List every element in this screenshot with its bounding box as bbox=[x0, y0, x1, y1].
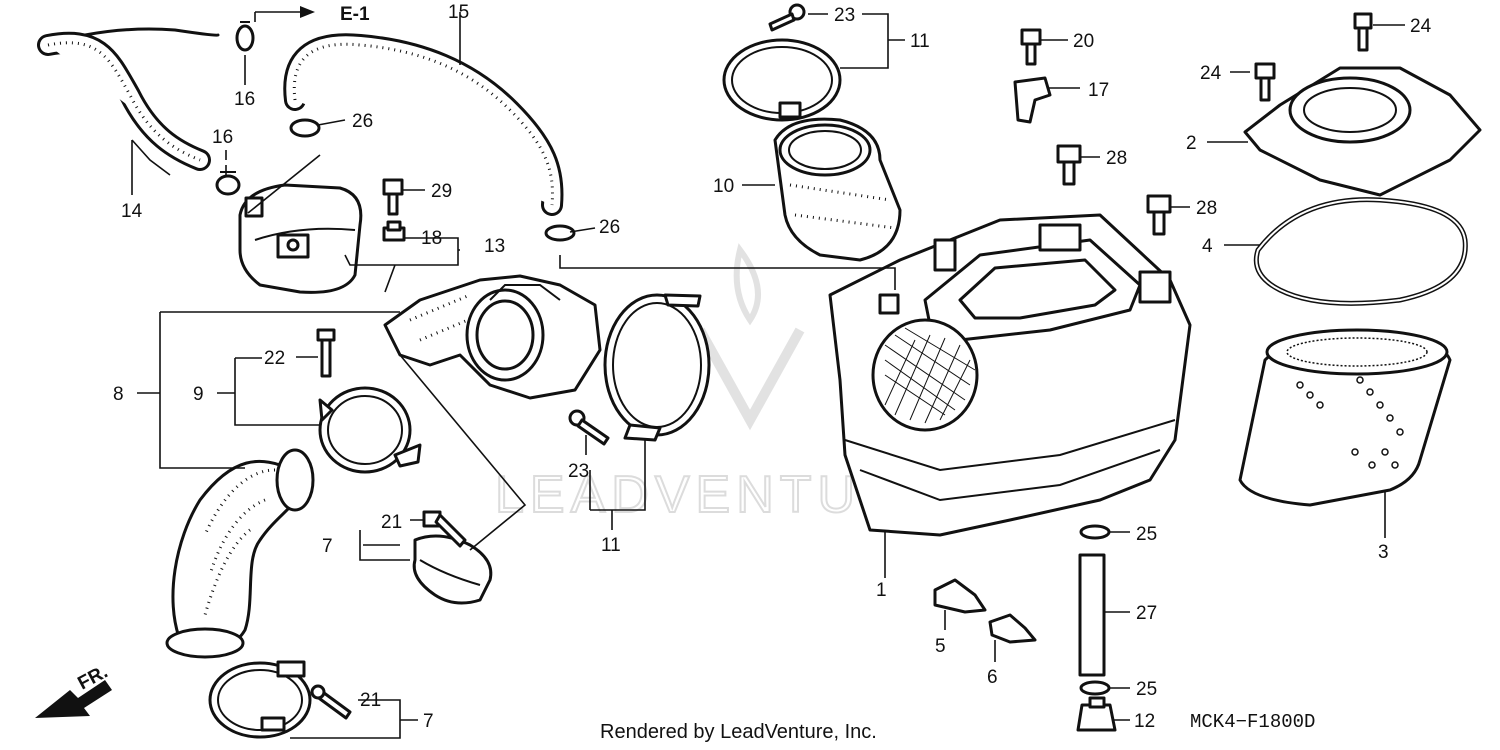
leader-lines bbox=[131, 12, 1405, 739]
stopper-5[interactable] bbox=[933, 578, 987, 614]
lower-air-tube[interactable] bbox=[165, 448, 315, 659]
callout-22: 22 bbox=[264, 348, 285, 369]
collar-18[interactable] bbox=[382, 220, 406, 242]
reference-label: E-1 bbox=[340, 4, 370, 25]
callout-5: 5 bbox=[935, 636, 946, 657]
reference-arrow: E-1 bbox=[254, 4, 370, 25]
connecting-tube-10[interactable] bbox=[773, 117, 902, 262]
callout-7-lower: 7 bbox=[423, 711, 434, 732]
bracket-17[interactable] bbox=[1013, 76, 1052, 124]
hose-clip-16-lower[interactable] bbox=[215, 171, 241, 196]
bolt-20[interactable] bbox=[1020, 28, 1042, 66]
callout-23-mid: 23 bbox=[568, 461, 589, 482]
callout-24-left: 24 bbox=[1200, 63, 1222, 84]
callout-16-top: 16 bbox=[234, 89, 255, 110]
callout-21-lower: 21 bbox=[360, 690, 381, 711]
callout-9: 9 bbox=[193, 384, 204, 405]
callout-4: 4 bbox=[1202, 236, 1213, 257]
gasket-4[interactable] bbox=[1253, 197, 1468, 306]
drain-plug-12[interactable] bbox=[1076, 696, 1117, 732]
callout-27: 27 bbox=[1136, 603, 1157, 624]
air-cleaner-cover-2[interactable] bbox=[1243, 66, 1482, 197]
bolt-24-top[interactable] bbox=[1353, 12, 1373, 52]
callout-8: 8 bbox=[113, 384, 124, 405]
screw-21-mid[interactable] bbox=[422, 510, 467, 548]
callout-labels: 1 2 3 4 5 6 7 7 8 9 10 11 11 12 13 14 15… bbox=[113, 2, 1432, 732]
bolt-28-left[interactable] bbox=[1056, 144, 1082, 186]
drain-tube-27[interactable] bbox=[1078, 553, 1106, 677]
callout-25-lower: 25 bbox=[1136, 679, 1157, 700]
callout-1: 1 bbox=[876, 580, 887, 601]
breather-hose-15[interactable] bbox=[283, 33, 564, 216]
band-11-mid[interactable] bbox=[603, 293, 711, 442]
callout-11-top: 11 bbox=[910, 31, 930, 52]
callout-11-mid: 11 bbox=[601, 535, 621, 556]
callout-3: 3 bbox=[1378, 542, 1389, 563]
callout-2: 2 bbox=[1186, 133, 1197, 154]
tube-band-9[interactable] bbox=[318, 386, 422, 474]
screw-23-top[interactable] bbox=[768, 3, 806, 32]
hose-clip-26-top[interactable] bbox=[289, 118, 321, 138]
front-direction-arrow: FR. bbox=[35, 662, 112, 718]
screw-23-mid[interactable] bbox=[568, 409, 610, 446]
callout-6: 6 bbox=[987, 667, 998, 688]
callout-20: 20 bbox=[1073, 31, 1094, 52]
callout-12: 12 bbox=[1134, 711, 1155, 732]
callout-21-mid: 21 bbox=[381, 512, 402, 533]
callout-13: 13 bbox=[484, 236, 505, 257]
callout-29: 29 bbox=[431, 181, 452, 202]
callout-23-top: 23 bbox=[834, 5, 855, 26]
hose-clip-25-upper[interactable] bbox=[1079, 524, 1111, 540]
callout-18: 18 bbox=[421, 228, 442, 249]
callout-28-right: 28 bbox=[1196, 198, 1217, 219]
callout-16-lower: 16 bbox=[212, 127, 233, 148]
callout-10: 10 bbox=[713, 176, 734, 197]
breather-hose-14[interactable] bbox=[37, 27, 220, 171]
callout-25-upper: 25 bbox=[1136, 524, 1157, 545]
screw-21-lower[interactable] bbox=[310, 684, 352, 720]
stopper-6[interactable] bbox=[988, 613, 1037, 644]
callout-26-top: 26 bbox=[352, 111, 373, 132]
bolt-29[interactable] bbox=[382, 178, 404, 216]
hose-clip-26-lower[interactable] bbox=[544, 224, 576, 242]
air-cleaner-case-1[interactable] bbox=[828, 213, 1192, 537]
callout-24-top: 24 bbox=[1410, 16, 1432, 37]
air-intake-tube-8[interactable] bbox=[383, 274, 602, 400]
callout-28-left: 28 bbox=[1106, 148, 1127, 169]
screw-22[interactable] bbox=[316, 328, 336, 378]
callout-14: 14 bbox=[121, 201, 143, 222]
callout-17: 17 bbox=[1088, 80, 1109, 101]
band-7-lower[interactable] bbox=[208, 660, 312, 739]
resonator-chamber-13[interactable] bbox=[238, 183, 363, 294]
bolt-24-left[interactable] bbox=[1254, 62, 1276, 102]
bolt-28-right[interactable] bbox=[1146, 194, 1172, 236]
callout-15: 15 bbox=[448, 2, 469, 23]
hose-clip-16-top[interactable] bbox=[235, 21, 255, 52]
callout-26-lower: 26 bbox=[599, 217, 620, 238]
render-credit: Rendered by LeadVenture, Inc. bbox=[600, 721, 877, 743]
band-11-top[interactable] bbox=[722, 38, 842, 122]
hose-clip-25-lower[interactable] bbox=[1079, 680, 1111, 696]
air-filter-element-3[interactable] bbox=[1238, 328, 1452, 507]
band-7-mid[interactable] bbox=[412, 534, 493, 605]
diagram-code: MCK4−F1800D bbox=[1190, 711, 1315, 733]
callout-7-mid: 7 bbox=[322, 536, 333, 557]
